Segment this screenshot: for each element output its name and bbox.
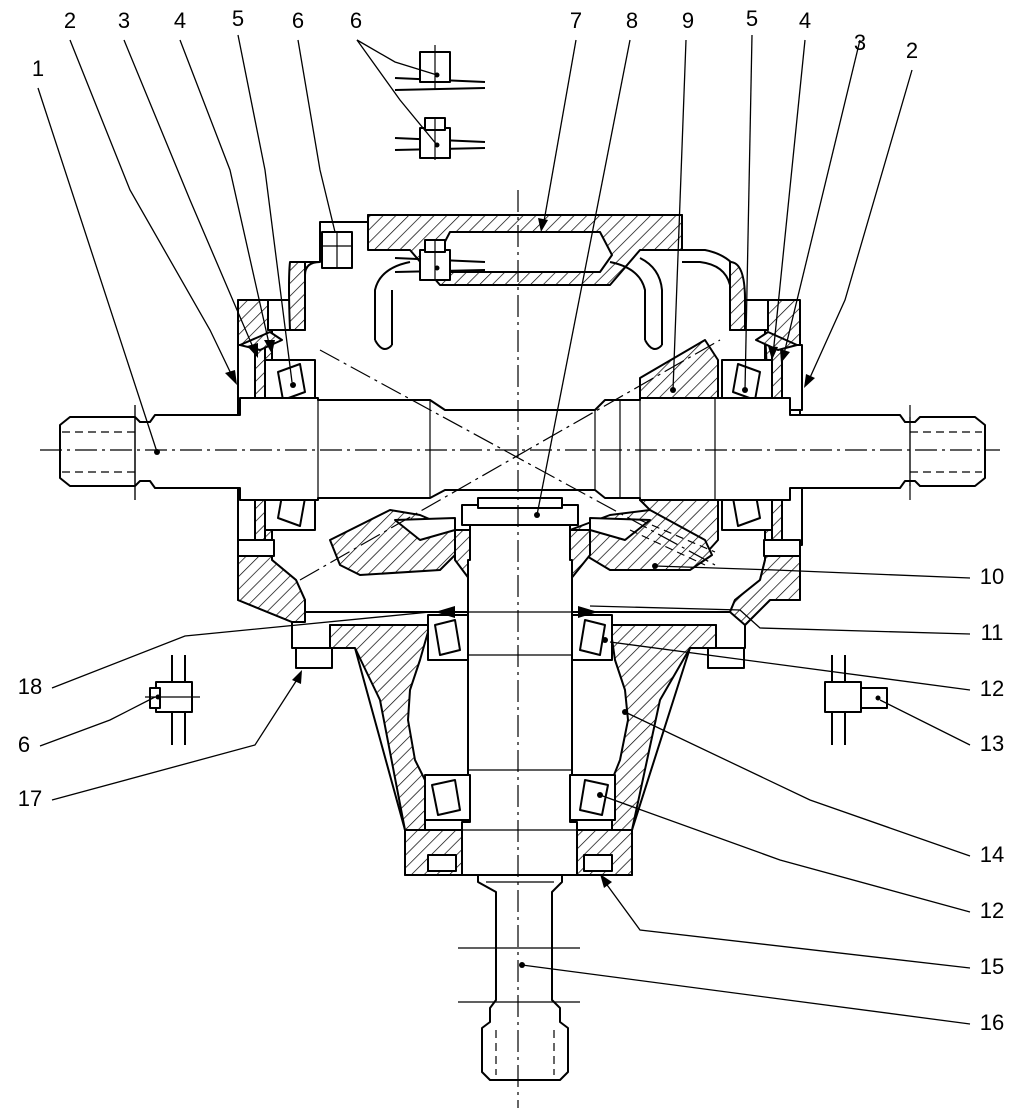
center-lines [40,190,1000,1108]
label-14: 14 [980,842,1004,867]
label-6-screw: 6 [292,8,304,33]
label-15: 15 [980,954,1004,979]
label-17: 17 [18,786,42,811]
label-6-detail-top: 6 [350,8,362,33]
label-2-left: 2 [64,8,76,33]
label-7: 7 [570,8,582,33]
lower-housing [295,497,745,1081]
leader-lines [37,34,971,1025]
label-4-right: 4 [799,8,811,33]
label-2-right: 2 [906,38,918,63]
label-5-right: 5 [746,6,758,31]
detail-plug-right [824,655,888,745]
detail-plug-left [145,655,200,745]
label-5-left: 5 [232,6,244,31]
label-10: 10 [980,564,1004,589]
label-3-right: 3 [854,30,866,55]
label-6-detail-left: 6 [18,732,30,757]
label-1: 1 [32,56,44,81]
label-12-lower: 12 [980,898,1004,923]
label-9: 9 [682,8,694,33]
label-11: 11 [981,620,1004,645]
label-12-upper: 12 [980,676,1004,701]
detail-plug-top-b [394,45,486,160]
input-shaft [59,397,986,501]
part-labels: 1 2 3 4 5 6 6 7 8 9 5 4 3 2 10 11 12 13 … [18,6,1004,1035]
label-4-left: 4 [174,8,186,33]
label-3-left: 3 [118,8,130,33]
label-16: 16 [980,1010,1004,1035]
label-8: 8 [626,8,638,33]
detail-plug-top-a [394,239,486,281]
label-18: 18 [18,674,42,699]
label-13: 13 [980,731,1004,756]
